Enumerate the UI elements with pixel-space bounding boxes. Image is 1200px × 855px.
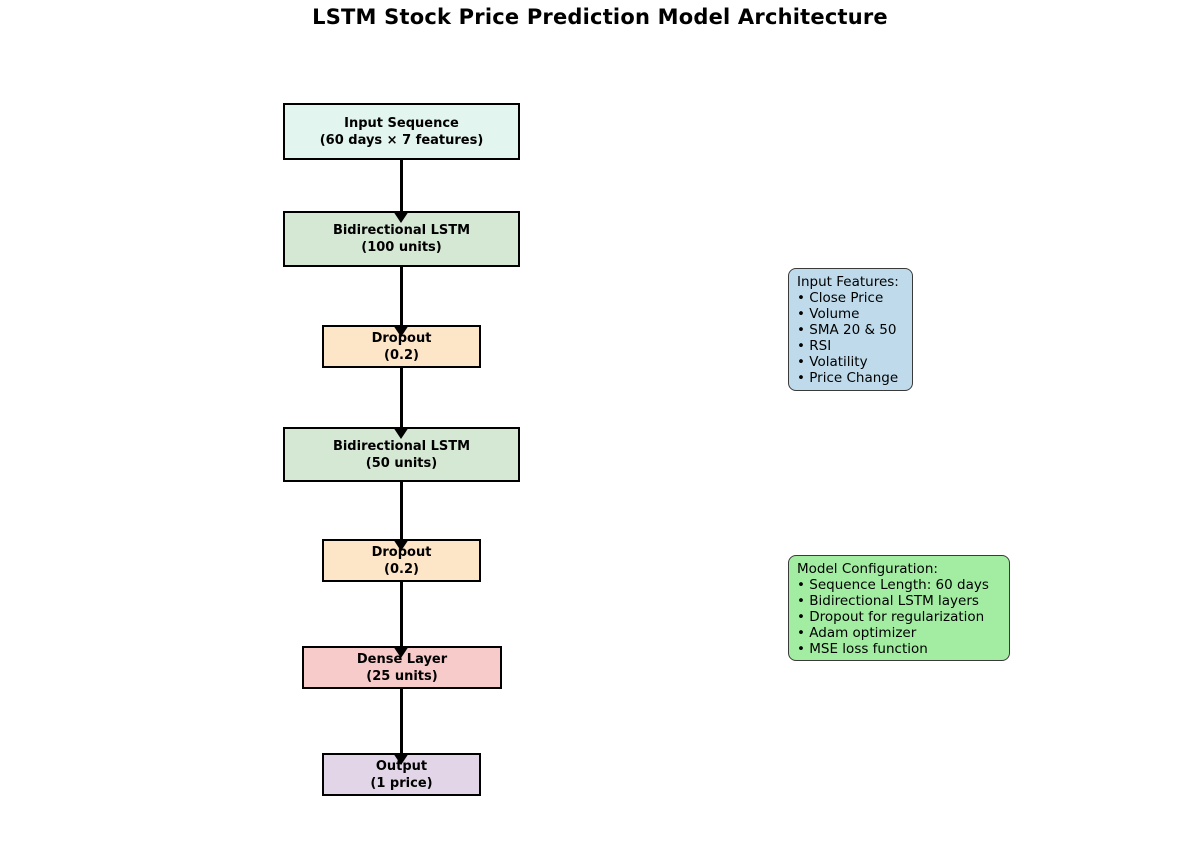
flow-arrow-line: [400, 581, 403, 648]
flow-node-input-sequence: Input Sequence (60 days × 7 features): [283, 103, 520, 160]
flow-arrow-head-icon: [393, 325, 409, 337]
node-label: Bidirectional LSTM: [332, 438, 471, 454]
flow-arrow-line: [400, 160, 403, 214]
flow-arrow-line: [400, 688, 403, 755]
node-label: Bidirectional LSTM: [332, 223, 471, 238]
annotation-item: Close Price: [797, 290, 904, 306]
annotation-item: Dropout for regularization: [797, 609, 1001, 625]
node-label: Dropout: [371, 330, 432, 346]
annotation-item: Sequence Length: 60 days: [797, 577, 1001, 593]
node-label: Dense Layer: [356, 651, 448, 667]
node-label: Output: [375, 758, 428, 774]
annotation-item: Volume: [797, 306, 904, 322]
annotation-input-features: Input Features: Close Price Volume SMA 2…: [788, 268, 913, 391]
node-sublabel: (25 units): [366, 668, 438, 684]
flow-arrow-head-icon: [393, 427, 409, 439]
annotation-title: Input Features:: [797, 274, 899, 290]
annotation-item: MSE loss function: [797, 641, 1001, 657]
annotation-model-configuration: Model Configuration: Sequence Length: 60…: [788, 555, 1010, 661]
node-label: Input Sequence: [344, 115, 459, 131]
annotation-item: Price Change: [797, 370, 904, 386]
node-sublabel: (0.2): [384, 347, 419, 363]
node-sublabel: (100 units): [361, 240, 442, 255]
node-sublabel: (1 price): [370, 775, 433, 791]
diagram-title: LSTM Stock Price Prediction Model Archit…: [312, 5, 888, 29]
flow-arrow-head-icon: [393, 753, 409, 765]
flow-arrow-head-icon: [393, 211, 409, 223]
node-sublabel: (60 days × 7 features): [319, 132, 484, 148]
annotation-title: Model Configuration:: [797, 561, 938, 577]
annotation-item: Bidirectional LSTM layers: [797, 593, 1001, 609]
annotation-item: Volatility: [797, 354, 904, 370]
flow-arrow-line: [400, 367, 403, 429]
flow-arrow-line: [400, 267, 403, 327]
node-sublabel: (0.2): [384, 561, 419, 577]
node-sublabel: (50 units): [365, 455, 438, 471]
annotation-item: Adam optimizer: [797, 625, 1001, 641]
node-label: Dropout: [371, 544, 432, 560]
flow-node-dense: Dense Layer (25 units): [302, 646, 502, 689]
flow-arrow-head-icon: [393, 646, 409, 658]
annotation-item: SMA 20 & 50: [797, 322, 904, 338]
annotation-item: RSI: [797, 338, 904, 354]
flow-arrow-line: [400, 481, 403, 541]
flow-arrow-head-icon: [393, 539, 409, 551]
